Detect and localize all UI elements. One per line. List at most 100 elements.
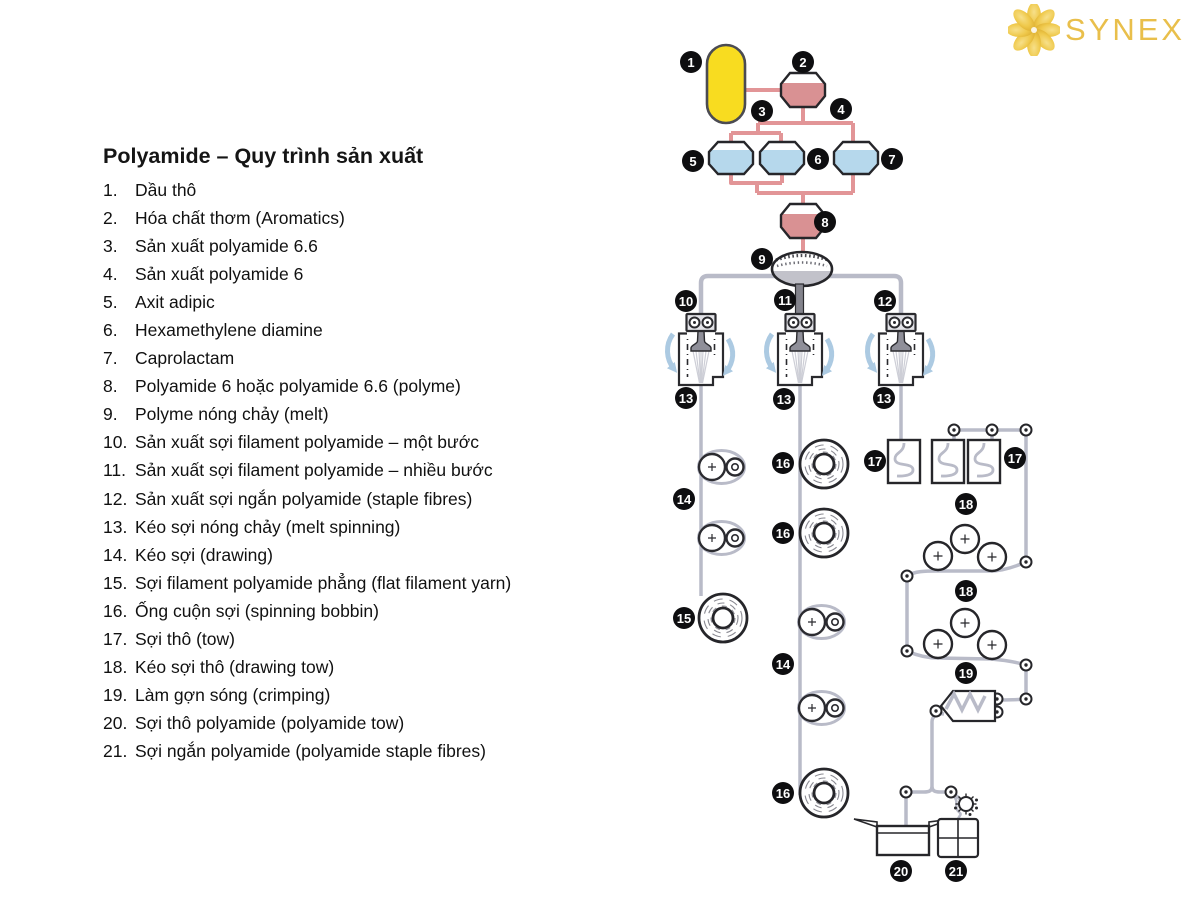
- process-step-item: 6. Hexamethylene diamine: [103, 316, 663, 344]
- godet-rollers: [697, 449, 746, 485]
- diagram-step-badge-21: 21: [945, 860, 967, 882]
- step-number: 1.: [103, 179, 118, 200]
- process-step-item: 17.Sợi thô (tow): [103, 626, 663, 654]
- diagram-step-badge-7: 7: [881, 148, 903, 170]
- process-step-item: 10.Sản xuất sợi filament polyamide – một…: [103, 429, 663, 457]
- diagram-step-badge-16: 16: [772, 782, 794, 804]
- step-label: Hexamethylene diamine: [135, 320, 323, 341]
- step-label: Sản xuất sợi ngắn polyamide (staple fibr…: [135, 488, 473, 509]
- step-label: Polyamide 6 hoặc polyamide 6.6 (polyme): [135, 376, 461, 397]
- caprolactam-tank: [832, 140, 880, 176]
- drawing-rollers-1: [922, 523, 1008, 573]
- step-label: Ống cuộn sợi (spinning bobbin): [135, 600, 379, 621]
- step-number: 21.: [103, 741, 128, 762]
- step-label: Làm gợn sóng (crimping): [135, 685, 331, 706]
- tow-can: [930, 438, 966, 485]
- process-step-item: 18. Kéo sợi thô (drawing tow): [103, 654, 663, 682]
- melt-spinning-unit-staple: [867, 314, 932, 385]
- diagram-step-badge-17: 17: [864, 450, 886, 472]
- process-step-item: 19. Làm gợn sóng (crimping): [103, 682, 663, 710]
- step-label: Kéo sợi thô (drawing tow): [135, 657, 335, 678]
- crimping-unit: [939, 689, 997, 723]
- step-label: Sản xuất polyamide 6.6: [135, 235, 318, 256]
- diagram-step-badge-8: 8: [814, 211, 836, 233]
- step-number: 15.: [103, 572, 128, 593]
- diagram-step-badge-17: 17: [1004, 447, 1026, 469]
- diagram-step-badge-3: 3: [751, 100, 773, 122]
- diagram-step-badge-18: 18: [955, 493, 977, 515]
- tow-can: [886, 438, 922, 485]
- step-number: 7.: [103, 348, 118, 369]
- process-step-item: 20.Sợi thô polyamide (polyamide tow): [103, 710, 663, 738]
- step-number: 12.: [103, 488, 128, 509]
- aromatics-tank: [779, 71, 827, 109]
- step-label: Caprolactam: [135, 348, 235, 369]
- process-step-item: 2.Hóa chất thơm (Aromatics): [103, 204, 663, 232]
- melt-spinning-unit-one-step: [667, 314, 732, 385]
- diagram-step-badge-12: 12: [874, 290, 896, 312]
- step-label: Sản xuất sợi filament polyamide – nhiều …: [135, 460, 493, 481]
- drawing-rollers-2: [922, 607, 1008, 661]
- step-number: 5.: [103, 291, 118, 312]
- diagram-step-badge-19: 19: [955, 662, 977, 684]
- process-step-item: 3. Sản xuất polyamide 6.6: [103, 232, 663, 260]
- step-number: 3.: [103, 235, 118, 256]
- process-step-item: 9. Polyme nóng chảy (melt): [103, 401, 663, 429]
- step-number: 17.: [103, 629, 128, 650]
- flower-icon: [1008, 4, 1060, 56]
- diagram-step-badge-20: 20: [890, 860, 912, 882]
- step-number: 19.: [103, 685, 128, 706]
- step-number: 9.: [103, 404, 118, 425]
- diagram-step-badge-18: 18: [955, 580, 977, 602]
- step-number: 20.: [103, 713, 128, 734]
- step-number: 18.: [103, 657, 128, 678]
- staple-bale: [936, 817, 980, 859]
- step-label: Dầu thô: [135, 179, 197, 200]
- godet-rollers: [697, 520, 746, 556]
- step-label: Axit adipic: [135, 291, 215, 312]
- carton-box: [853, 818, 953, 857]
- step-label: Sợi ngắn polyamide (polyamide staple fib…: [135, 741, 486, 762]
- flat-yarn-bobbin: [697, 592, 749, 644]
- step-label: Polyme nóng chảy (melt): [135, 404, 329, 425]
- process-step-item: 13.Kéo sợi nóng chảy (melt spinning): [103, 513, 663, 541]
- step-number: 4.: [103, 263, 118, 284]
- process-step-item: 15.Sợi filament polyamide phẳng (flat fi…: [103, 569, 663, 597]
- godet-rollers: [797, 690, 846, 726]
- spinning-bobbin: [798, 767, 850, 819]
- page-title: Polyamide – Quy trình sản xuất: [103, 144, 424, 168]
- melt-bowl: [770, 250, 834, 317]
- crude-oil-vessel: [705, 43, 747, 125]
- diagram-step-badge-1: 1: [680, 51, 702, 73]
- step-number: 10.: [103, 432, 128, 453]
- process-step-item: 8. Polyamide 6 hoặc polyamide 6.6 (polyme…: [103, 373, 663, 401]
- diagram-step-badge-6: 6: [807, 148, 829, 170]
- step-number: 13.: [103, 516, 128, 537]
- diagram-step-badge-13: 13: [873, 387, 895, 409]
- diagram-step-badge-13: 13: [675, 387, 697, 409]
- yarn-lines: [699, 385, 903, 795]
- step-number: 6.: [103, 320, 118, 341]
- process-steps-panel: Polyamide – Quy trình sản xuất 1. Dầu thô…: [103, 144, 663, 766]
- step-number: 8.: [103, 376, 118, 397]
- process-step-item: 12. Sản xuất sợi ngắn polyamide (staple f…: [103, 485, 663, 513]
- step-number: 16.: [103, 600, 128, 621]
- diagram-step-badge-16: 16: [772, 452, 794, 474]
- spinning-bobbin: [798, 438, 850, 490]
- process-step-item: 16. Ống cuộn sợi (spinning bobbin): [103, 597, 663, 625]
- step-label: Sản xuất polyamide 6: [135, 263, 304, 284]
- process-steps-list: 1. Dầu thô 2.Hóa chất thơm (Aromatics) 3. Sả…: [103, 176, 663, 766]
- process-step-item: 1. Dầu thô: [103, 176, 663, 204]
- cutter-icon: [954, 793, 978, 816]
- diagram-step-badge-4: 4: [830, 98, 852, 120]
- diagram-step-badge-2: 2: [792, 51, 814, 73]
- step-number: 14.: [103, 544, 128, 565]
- step-label: Kéo sợi (drawing): [135, 544, 273, 565]
- monomer-flow-lines: [729, 88, 855, 254]
- process-step-item: 7. Caprolactam: [103, 345, 663, 373]
- step-number: 2.: [103, 207, 118, 228]
- process-step-item: 4. Sản xuất polyamide 6: [103, 260, 663, 288]
- melt-spinning-unit-multi-step: [766, 314, 831, 385]
- spinning-bobbin: [798, 507, 850, 559]
- diagram-step-badge-15: 15: [673, 607, 695, 629]
